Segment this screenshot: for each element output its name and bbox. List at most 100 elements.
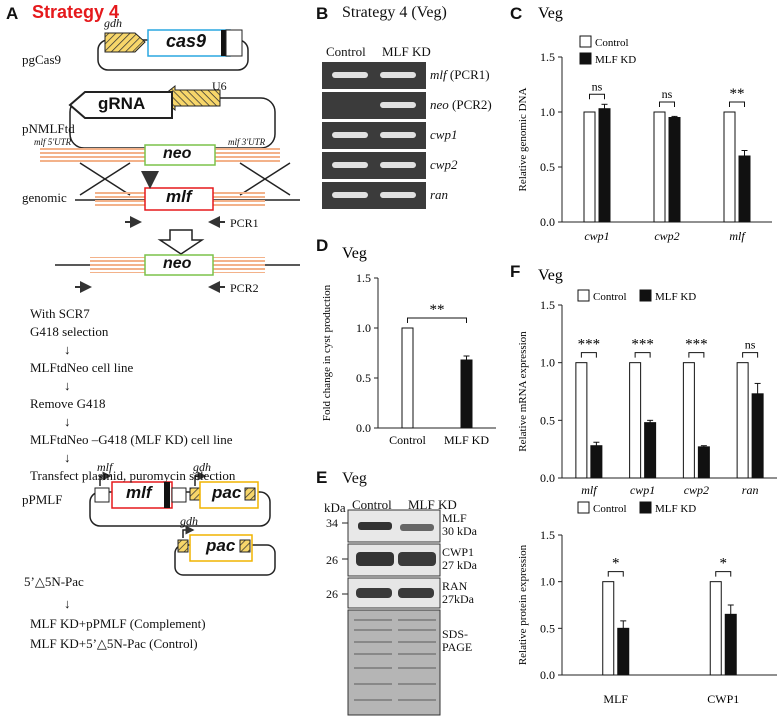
pac-label-ppmlf: pac xyxy=(212,483,242,502)
legend-swatch xyxy=(639,289,652,302)
bar-cwp1-1 xyxy=(724,613,737,676)
final-arrow: ↓ xyxy=(64,596,71,611)
significance-label: * xyxy=(720,556,728,572)
pac-label-delta: pac xyxy=(206,536,236,555)
y-tick-label: 1.0 xyxy=(540,575,555,589)
bar-ran-1 xyxy=(751,393,764,479)
y-tick-label: 0.5 xyxy=(540,160,555,174)
gel-row-cwp1: cwp1 xyxy=(322,122,457,149)
pgcas9-label: pgCas9 xyxy=(22,52,61,67)
chart-title: Veg xyxy=(538,5,563,22)
significance-label: *** xyxy=(631,337,654,353)
gdh-label: gdh xyxy=(104,16,122,30)
legend-label: MLF KD xyxy=(655,291,696,303)
category-label: CWP1 xyxy=(707,692,739,706)
step-2: G418 selection xyxy=(30,324,109,339)
significance-bracket xyxy=(688,352,705,358)
wb-cwp1-name: CWP1 xyxy=(442,545,475,559)
y-axis-label: Relative mRNA expression xyxy=(517,331,529,452)
significance-label: ns xyxy=(745,338,756,352)
gel-row-label: ran xyxy=(430,187,448,203)
legend-label: MLF KD xyxy=(655,503,696,515)
y-tick-label: 1.5 xyxy=(540,298,555,312)
wb-sds-line1: SDS- xyxy=(442,627,469,641)
legend-swatch xyxy=(577,501,590,514)
gel-band xyxy=(380,102,416,108)
step-arrow-4: ↓ xyxy=(64,450,71,465)
gel-band xyxy=(380,132,416,138)
y-tick-label: 0.5 xyxy=(540,413,555,427)
bar-mlf-0 xyxy=(602,581,615,676)
gel-pcr-suffix: (PCR1) xyxy=(446,67,490,82)
gel-gene-name: neo xyxy=(430,97,449,112)
step-6: Transfect plasmid, puromycin selection xyxy=(30,468,236,483)
panel-a-diagram xyxy=(40,29,300,576)
wb-mlf-size: 30 kDa xyxy=(442,524,477,538)
significance-bracket xyxy=(589,93,605,100)
wb-ran-size: 27kDa xyxy=(442,592,474,606)
neo-label-upper: neo xyxy=(163,145,192,162)
wb-cwp1-size: 27 kDa xyxy=(442,558,477,572)
neo-box-genomic xyxy=(144,254,214,276)
panel-a-letter: A xyxy=(6,4,19,23)
y-axis-label: Relative genomic DNA xyxy=(517,88,529,192)
gel-band xyxy=(380,72,416,78)
legend-label: Control xyxy=(593,291,627,303)
delta-pac-label: 5’△5N-Pac xyxy=(24,574,84,589)
cas9-box xyxy=(147,29,231,57)
marker-26b: 26 xyxy=(326,587,338,601)
bar-cwp2-0 xyxy=(682,362,695,479)
final-control: MLF KD+5’△5N-Pac (Control) xyxy=(30,636,198,651)
significance-bracket xyxy=(580,352,597,358)
gel-row-label: cwp1 xyxy=(430,127,457,143)
y-tick-label: 1.0 xyxy=(540,356,555,370)
gel-row-cwp2: cwp2 xyxy=(322,152,457,179)
significance-label: *** xyxy=(578,337,601,353)
significance-bracket xyxy=(742,352,759,358)
step-3: MLFtdNeo cell line xyxy=(30,360,134,375)
wb-sds-label: SDS-PAGE xyxy=(442,628,472,654)
step-arrow-2: ↓ xyxy=(64,378,71,393)
panel-b-title: Strategy 4 (Veg) xyxy=(342,4,447,21)
category-label: MLF KD xyxy=(444,433,489,447)
category-label: cwp1 xyxy=(630,483,655,497)
utr5-upper xyxy=(40,147,145,163)
western-blot xyxy=(342,509,441,716)
pnmlftd-label: pNMLFtd xyxy=(22,121,75,136)
bar-mlf-1 xyxy=(617,627,630,676)
wb-mlf-name: MLF xyxy=(442,511,467,525)
gel-band xyxy=(332,132,368,138)
y-tick-label: 1.5 xyxy=(540,50,555,64)
gel-band xyxy=(380,162,416,168)
neo-label-genomic: neo xyxy=(163,255,192,272)
significance-bracket xyxy=(715,571,732,577)
bar-ran-0 xyxy=(736,362,749,479)
marker-26a: 26 xyxy=(326,553,338,567)
gdh-promoter-icon xyxy=(104,32,146,53)
y-tick-label: 0.5 xyxy=(540,621,555,635)
step-4: Remove G418 xyxy=(30,396,106,411)
final-complement: MLF KD+pPMLF (Complement) xyxy=(30,616,206,631)
u6-label: U6 xyxy=(212,79,227,93)
genomic-label: genomic xyxy=(22,190,67,205)
bar-mlf-1 xyxy=(590,445,603,479)
gel-pcr-suffix: (PCR2) xyxy=(448,97,492,112)
gel-row-label: cwp2 xyxy=(430,157,457,173)
category-label: cwp2 xyxy=(654,229,679,243)
y-tick-label: 0.0 xyxy=(540,471,555,485)
bar-cwp1-1 xyxy=(644,422,657,479)
marker-34: 34 xyxy=(326,516,338,530)
category-label: mlf xyxy=(729,229,746,243)
y-axis-label: Fold change in cyst production xyxy=(321,284,333,421)
y-tick-label: 1.5 xyxy=(540,528,555,542)
significance-bracket xyxy=(729,101,745,107)
legend-swatch xyxy=(577,289,590,302)
category-label: mlf xyxy=(581,483,598,497)
y-tick-label: 0.0 xyxy=(356,421,371,435)
y-tick-label: 1.0 xyxy=(356,321,371,335)
